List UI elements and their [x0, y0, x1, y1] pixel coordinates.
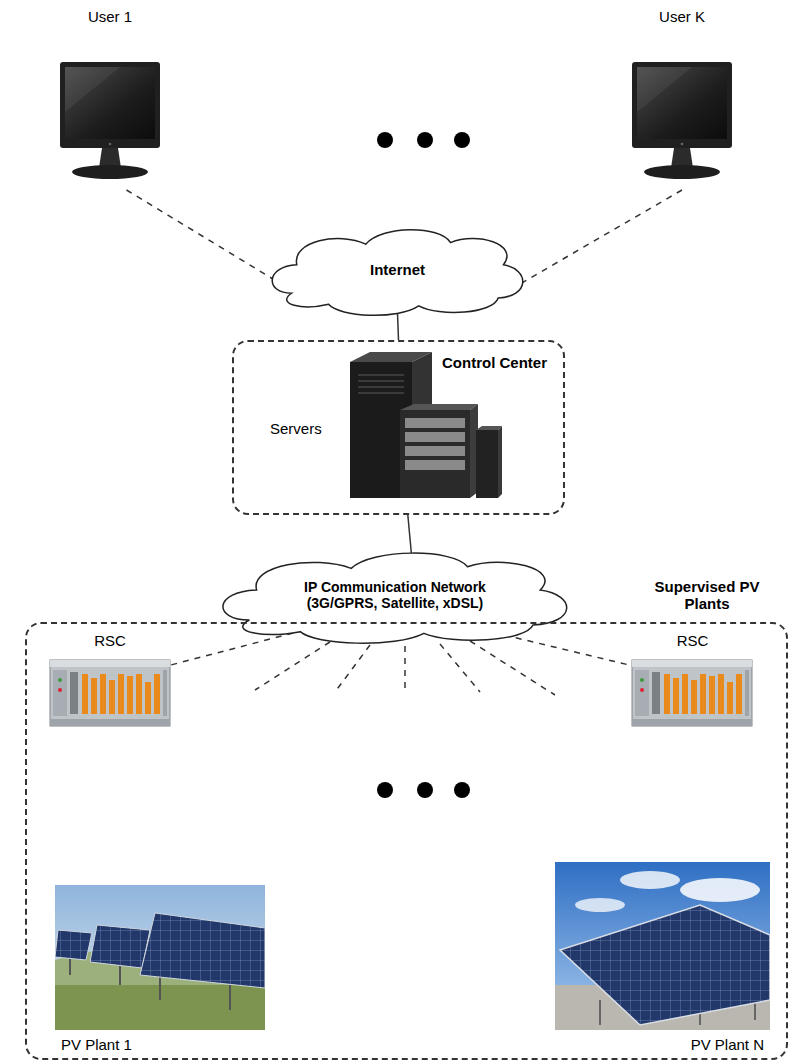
- cloud-label: Internet: [370, 261, 425, 278]
- user-terminal: User K: [627, 4, 737, 190]
- server-group: Servers: [262, 355, 502, 503]
- cloud: [620, 871, 680, 889]
- ellipsis-dots: [377, 132, 470, 148]
- plant-label: PV Plant 1: [61, 1036, 132, 1053]
- network-fan-lines: [255, 641, 555, 695]
- pv-plant-photo: [555, 862, 770, 1030]
- cloud-shape: [223, 553, 567, 643]
- drive-bay: [405, 418, 465, 428]
- user-label: User K: [659, 8, 705, 25]
- mini-tower: [476, 430, 498, 498]
- cloud-label: IP Communication Network (3G/GPRS, Satel…: [275, 579, 515, 611]
- mini-tower-side: [498, 426, 502, 498]
- user-monitor: [632, 62, 732, 179]
- group-box: Control CenterServers: [232, 340, 565, 515]
- plant-label: PV Plant N: [691, 1036, 764, 1053]
- ellipsis-dots: [377, 782, 470, 798]
- link-line: [470, 641, 555, 695]
- server-icon: [350, 352, 502, 498]
- drive-bay: [405, 432, 465, 442]
- server-label: Servers: [270, 420, 322, 437]
- dot: [417, 132, 433, 148]
- dashed-link: [504, 635, 632, 666]
- cloud: [575, 898, 625, 912]
- server-top: [400, 404, 478, 410]
- group-title: Supervised PV Plants: [642, 578, 772, 613]
- connectors: [127, 190, 683, 666]
- network-cloud: IP Communication Network (3G/GPRS, Satel…: [213, 545, 577, 645]
- dot: [377, 132, 393, 148]
- user-monitor: [60, 62, 160, 179]
- mini-tower-top: [476, 426, 502, 430]
- wired-link: [408, 515, 412, 553]
- user-terminal: User 1: [55, 4, 165, 190]
- tower-vents: [358, 375, 404, 393]
- group-title: Control Center: [442, 354, 547, 371]
- solar-array: [90, 925, 150, 968]
- wired-link: [398, 313, 399, 340]
- user-label: User 1: [88, 8, 132, 25]
- dot: [377, 782, 393, 798]
- device-label: RSC: [677, 632, 709, 649]
- solar-array: [560, 905, 770, 1025]
- rsc-device: [50, 660, 170, 726]
- link-line: [440, 644, 480, 692]
- dashed-link: [169, 633, 294, 666]
- cloud: [680, 878, 760, 902]
- pv-plant: PV Plant N: [555, 862, 770, 1055]
- rsc-device: [632, 660, 752, 726]
- drive-bay: [405, 446, 465, 456]
- group-box: Supervised PV PlantsRSCPV Plant 1RSCPV P…: [25, 622, 788, 1060]
- rsc-unit: RSC: [625, 632, 760, 728]
- pv-plant: PV Plant 1: [55, 885, 265, 1055]
- solar-array: [55, 930, 92, 960]
- dashed-link: [522, 190, 682, 283]
- dot: [454, 782, 470, 798]
- device-label: RSC: [94, 632, 126, 649]
- pv-plant-photo: [55, 885, 265, 1030]
- server-front: [400, 410, 470, 498]
- dashed-link: [127, 190, 273, 279]
- link-line: [255, 642, 330, 690]
- link-line: [404, 646, 406, 692]
- cloud-shape: [272, 230, 523, 316]
- sky: [555, 862, 770, 1030]
- dot: [454, 132, 470, 148]
- rsc-unit: RSC: [45, 632, 175, 728]
- link-line: [335, 645, 370, 692]
- sky: [55, 885, 265, 1030]
- network-cloud: Internet: [265, 222, 530, 317]
- dot: [417, 782, 433, 798]
- solar-array: [140, 913, 265, 988]
- drive-bay: [405, 460, 465, 470]
